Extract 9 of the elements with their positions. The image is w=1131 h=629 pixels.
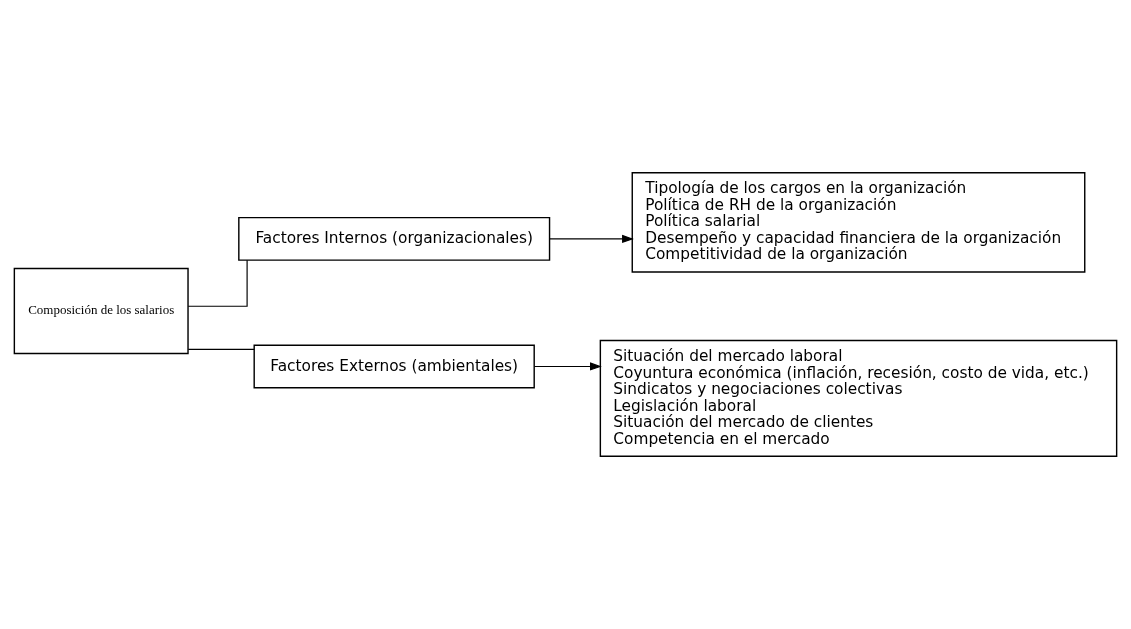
node-box: Situación del mercado laboral Coyuntura económica (inflación, recesión, costo de vida, etc.) Sindicatos y negociaciones colectivas Legislación laboral Situación del mercado de clientes Competencia en el mercado <box>599 339 1118 457</box>
node-box: Tipología de los cargos en la organización Política de RH de la organización Política salarial Desempeño y capacidad financiera de la organización Competitividad de la organización <box>631 172 1086 273</box>
node-box: Factores Externos (ambientales) <box>253 344 535 389</box>
connector <box>187 259 248 307</box>
arrow <box>549 234 634 244</box>
node-box: Composición de los salarios <box>13 267 189 355</box>
arrow <box>533 362 602 371</box>
node-box: Factores Internos (organizacionales) <box>238 216 551 261</box>
connector <box>187 348 255 350</box>
